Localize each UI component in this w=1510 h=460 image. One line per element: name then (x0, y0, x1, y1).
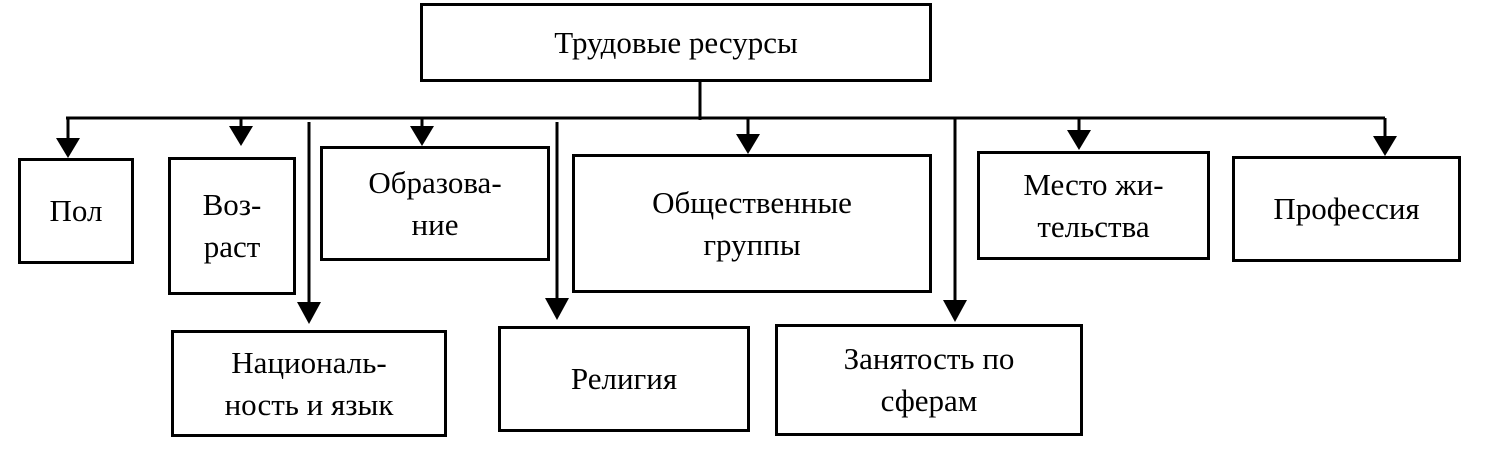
node-mesto-label-line-2: тельства (1037, 208, 1150, 244)
node-obrazovanie: Образова- ние (320, 146, 550, 261)
node-obrazovanie-label-line-2: ние (411, 206, 459, 242)
edge-mesto-arrowhead (1067, 130, 1091, 150)
node-natsionalnost-label-line-1: Националь- (231, 344, 387, 380)
node-obrazovanie-label-line-1: Образова- (368, 164, 502, 200)
edge-professiya-arrowhead (1373, 136, 1397, 156)
node-mesto-zhitelstva: Место жи- тельства (977, 151, 1210, 260)
node-zanyatost-po-sferam: Занятость по сферам (775, 324, 1083, 436)
node-religiya: Религия (498, 326, 750, 432)
edge-pol-arrowhead (56, 138, 80, 158)
node-professiya: Профессия (1232, 156, 1461, 262)
node-zanyatost-label-line-2: сферам (880, 383, 978, 418)
root-node-trudovye-resursy: Трудовые ресурсы (420, 3, 932, 82)
node-natsionalnost-label-line-2: ность и язык (224, 386, 394, 422)
node-zanyatost-label-line-1: Занятость по (843, 341, 1015, 376)
node-vozrast: Воз- раст (168, 157, 296, 295)
node-vozrast-label-line-2: раст (203, 229, 261, 264)
edge-zanyatost-arrowhead (943, 300, 967, 322)
node-vozrast-label-line-1: Воз- (202, 187, 262, 222)
edge-obrazovanie-arrowhead (410, 126, 434, 146)
node-natsionalnost-i-yazyk: Националь- ность и язык (171, 330, 447, 437)
node-pol-label-line-1: Пол (49, 193, 103, 228)
node-obshchestvennye-label-line-1: Общественные (652, 184, 852, 220)
node-pol: Пол (18, 158, 134, 264)
node-religiya-label-line-1: Религия (570, 361, 678, 396)
root-node-label: Трудовые ресурсы (554, 24, 798, 60)
node-obshchestvennye-label-line-2: группы (703, 226, 801, 262)
node-professiya-label-line-1: Профессия (1273, 191, 1420, 226)
edge-religiya-arrowhead (545, 298, 569, 320)
edge-obshchestvennye-arrowhead (736, 134, 760, 154)
edge-vozrast-arrowhead (229, 126, 253, 146)
edge-natsionalnost-arrowhead (297, 302, 321, 324)
node-mesto-label-line-1: Место жи- (1023, 166, 1164, 202)
node-obshchestvennye-gruppy: Общественные группы (572, 154, 932, 293)
